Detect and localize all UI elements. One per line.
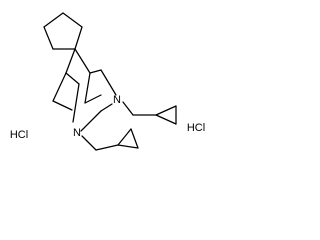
- bond: [100, 69, 117, 96]
- bond: [43, 12, 64, 28]
- cyclopropylmethyl-lower: [81, 128, 139, 151]
- bond: [62, 12, 83, 28]
- bond: [74, 48, 91, 74]
- bond: [52, 72, 67, 102]
- bond: [52, 100, 73, 111]
- atom-label-n-lower: N: [73, 127, 81, 139]
- bond: [117, 128, 132, 146]
- chemical-structure: N N HCl HCl: [10, 12, 205, 151]
- bond: [95, 144, 119, 151]
- bond: [80, 110, 102, 132]
- cage-framework: [52, 48, 117, 132]
- bond: [65, 48, 76, 74]
- atom-label-n-upper: N: [113, 94, 121, 106]
- bond: [117, 144, 139, 149]
- bond: [130, 128, 139, 149]
- bond: [122, 101, 134, 116]
- bond: [72, 83, 80, 123]
- bond: [43, 26, 54, 50]
- bond: [100, 103, 113, 112]
- bond: [81, 135, 97, 151]
- cyclopropylmethyl-upper: [122, 101, 177, 125]
- bond: [65, 72, 80, 85]
- bond: [155, 114, 177, 125]
- bond: [84, 72, 91, 104]
- cyclopentane-ring: [43, 12, 83, 50]
- bond: [74, 26, 83, 50]
- counterion-right: HCl: [187, 122, 205, 134]
- bond: [84, 94, 102, 104]
- counterion-left: HCl: [10, 129, 28, 141]
- bond: [89, 69, 102, 74]
- bond: [155, 105, 177, 116]
